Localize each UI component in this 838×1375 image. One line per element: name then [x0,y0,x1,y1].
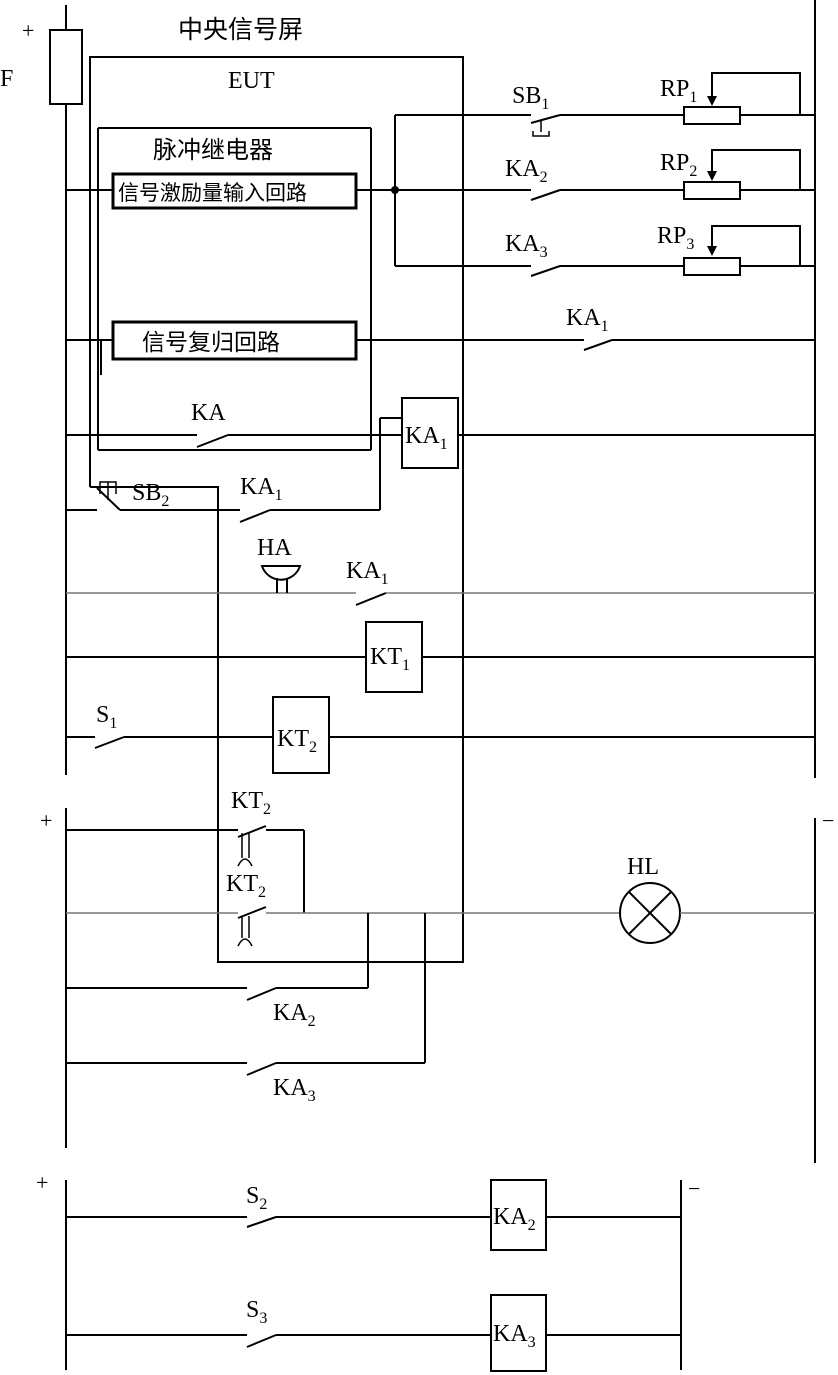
pulse-relay-label: 脉冲继电器 [153,136,273,164]
fuse-fu [49,29,83,105]
label-ka: KA [191,400,226,426]
contact-ka1-ha [355,592,387,606]
label-ka3-coil: KA3 [493,1321,536,1351]
rp1-wiper [711,72,801,115]
contact-ka2-top [530,189,561,201]
signal-input-label: 信号激励量输入回路 [118,181,307,205]
label-ka2-top: KA2 [505,156,548,186]
rp3-arrow [707,246,717,256]
plus-sign-top: + [22,18,34,43]
contact-ka3-lamp [246,1062,277,1076]
panel-title: 中央信号屏 [178,15,303,44]
switch-s1 [94,736,125,749]
eut-box [89,56,464,963]
switch-sb1 [530,114,561,124]
resistor-rp2 [683,181,741,200]
section-coil-circuit: + − S2 KA2 S3 KA3 [36,1170,700,1372]
rp2-wiper [711,149,801,190]
label-kt1: KT1 [370,644,410,674]
label-kt2-a: KT2 [231,788,271,818]
coil-kt2 [272,696,330,774]
section-signal-panel: + F 中央信号屏 EUT 脉冲继电器 信号激励量输入回路 SB1 [0,0,816,963]
signal-reset-label: 信号复归回路 [142,330,280,356]
switch-s3 [246,1334,277,1348]
label-ha: HA [257,535,292,561]
plus-sign-coil: + [36,1170,48,1195]
rp1-arrow [707,96,717,106]
label-ka1-reset: KA1 [566,305,609,335]
contact-ka1-sb2 [239,509,271,523]
rp2-arrow [707,171,717,181]
kt2b-arc [237,938,253,947]
minus-sign-coil: − [688,1176,700,1201]
signal-input-box [111,172,358,210]
resistor-rp1 [683,106,741,125]
label-ka1-sb2: KA1 [240,474,283,504]
label-ka1-ha: KA1 [346,558,389,588]
label-ka1-coil: KA1 [405,423,448,453]
rp3-wiper [711,225,801,266]
label-ka2-coil: KA2 [493,1204,536,1234]
kt2a-arc [237,858,253,867]
label-ka3-lamp: KA3 [273,1075,316,1105]
resistor-rp3 [683,257,741,276]
label-ka3-top: KA3 [505,231,548,261]
coil-ka1 [401,397,459,469]
label-ka2-lamp: KA2 [273,1000,316,1030]
coil-kt1 [365,621,423,693]
label-sb1: SB1 [512,83,549,113]
contact-ka [196,434,229,448]
coil-ka3 [490,1294,547,1372]
label-rp3: RP3 [657,223,694,253]
label-s2: S2 [246,1183,267,1213]
lamp-cross-b [628,891,672,935]
label-kt2-coil: KT2 [277,726,317,756]
label-rp1: RP1 [660,76,697,106]
section-lamp-circuit: + − KT2 KT2 HL KA2 KA3 [40,788,834,1163]
label-rp2: RP2 [660,150,697,180]
label-s3: S3 [246,1297,267,1327]
label-fu: F [0,66,13,92]
label-hl: HL [627,854,659,880]
eut-label: EUT [228,68,275,94]
buzzer-ha [260,565,302,581]
contact-ka2-lamp [246,987,277,1001]
plus-sign-lamp: + [40,808,52,833]
label-s1: S1 [96,702,117,732]
sb1-button [532,131,550,137]
coil-ka2 [490,1179,547,1251]
contact-ka1-reset [583,339,613,351]
minus-sign-lamp: − [822,808,834,833]
contact-ka3-top [530,265,561,277]
label-sb2: SB2 [132,480,169,510]
switch-s2 [246,1216,277,1228]
label-kt2-b: KT2 [226,871,266,901]
